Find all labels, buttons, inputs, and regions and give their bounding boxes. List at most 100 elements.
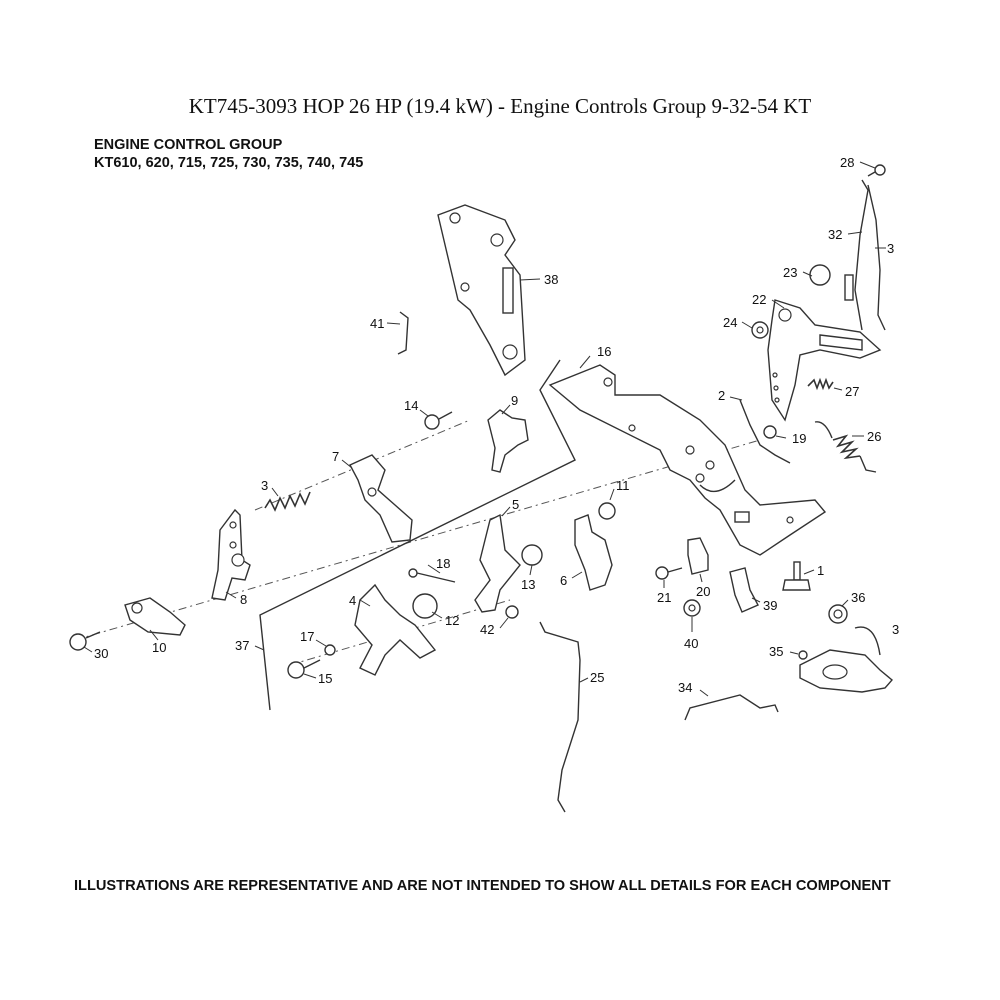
leader-42 — [499, 617, 509, 629]
leader-30 — [83, 646, 93, 653]
leader-41 — [386, 322, 401, 325]
callout-18: 18 — [436, 556, 450, 571]
callout-27: 27 — [845, 384, 859, 399]
nut-part-40 — [683, 599, 701, 617]
callout-4: 4 — [349, 593, 356, 608]
callout-41: 41 — [370, 316, 384, 331]
bolt-part-14 — [424, 411, 453, 430]
nut-part-42 — [505, 605, 519, 619]
cable-part-33 — [867, 184, 886, 331]
spring-sleeve — [844, 274, 854, 301]
rod-part-34 — [684, 694, 779, 721]
nut-part-24 — [751, 321, 769, 339]
leader-9 — [501, 404, 511, 415]
clip-plate-part-39 — [729, 567, 759, 613]
callout-24: 24 — [723, 315, 737, 330]
lever-part-8 — [211, 508, 251, 601]
bolt-part-1 — [782, 561, 811, 591]
callout-43: 3 — [892, 622, 899, 637]
callout-20: 20 — [696, 584, 710, 599]
callout-12: 12 — [445, 613, 459, 628]
leader-13 — [529, 564, 533, 576]
lever-7-pivot-hole — [367, 487, 377, 497]
callout-15: 15 — [318, 671, 332, 686]
leader-6 — [571, 571, 583, 579]
callout-2: 2 — [718, 388, 725, 403]
control-plate-part-16 — [548, 364, 827, 556]
assembly-axis-lower — [74, 439, 761, 641]
callout-14: 14 — [404, 398, 418, 413]
callout-13: 13 — [521, 577, 535, 592]
leader-28 — [859, 161, 876, 169]
callout-19: 19 — [792, 431, 806, 446]
leader-19 — [775, 435, 787, 439]
callout-40: 40 — [684, 636, 698, 651]
callout-25: 25 — [590, 670, 604, 685]
leader-11 — [609, 488, 615, 501]
washer-part-13 — [521, 544, 543, 566]
callout-5: 5 — [512, 497, 519, 512]
leader-12 — [431, 611, 443, 619]
leader-3 — [271, 487, 279, 497]
leader-32 — [847, 231, 863, 235]
leader-15 — [303, 673, 317, 679]
clip-part-41 — [397, 311, 409, 355]
knob-part-23 — [809, 264, 831, 286]
leader-18 — [427, 564, 441, 574]
callout-35: 35 — [769, 644, 783, 659]
bolt-part-30 — [69, 631, 101, 651]
callout-22: 22 — [752, 292, 766, 307]
throttle-bracket-part-22 — [767, 299, 882, 422]
link-rod-part-2 — [739, 399, 791, 464]
spring-part-3 — [264, 491, 311, 512]
leader-27 — [833, 387, 843, 391]
leader-35 — [789, 651, 799, 655]
screw-part-28 — [867, 164, 886, 177]
callout-23: 23 — [783, 265, 797, 280]
callout-8: 8 — [240, 592, 247, 607]
nut-part-36 — [828, 604, 848, 624]
leader-24 — [741, 321, 753, 329]
leader-23 — [802, 271, 813, 277]
callout-3: 3 — [261, 478, 268, 493]
callout-33: 3 — [887, 241, 894, 256]
leader-16 — [579, 355, 591, 369]
leader-17 — [315, 639, 327, 647]
callout-21: 21 — [657, 590, 671, 605]
leader-22 — [771, 299, 785, 309]
callout-42: 42 — [480, 622, 494, 637]
group-heading-models: KT610, 620, 715, 725, 730, 735, 740, 745 — [94, 155, 364, 171]
washer-part-12 — [412, 593, 438, 619]
leader-25 — [579, 677, 589, 683]
callout-6: 6 — [560, 573, 567, 588]
callout-7: 7 — [332, 449, 339, 464]
callout-28: 28 — [840, 155, 854, 170]
callout-39: 39 — [763, 598, 777, 613]
callout-17: 17 — [300, 629, 314, 644]
group-heading: ENGINE CONTROL GROUP KT610, 620, 715, 72… — [94, 136, 363, 172]
leader-39 — [751, 597, 761, 603]
callout-38: 38 — [544, 272, 558, 287]
leader-37 — [254, 645, 265, 651]
leader-34 — [699, 689, 709, 697]
callout-36: 36 — [851, 590, 865, 605]
page-title: KT745-3093 HOP 26 HP (19.4 kW) - Engine … — [188, 94, 812, 118]
upper-bracket-part-38 — [437, 204, 526, 377]
leader-10 — [149, 629, 159, 641]
lever-part-5 — [474, 513, 521, 613]
callout-34: 34 — [678, 680, 692, 695]
spring-part-27 — [807, 377, 834, 391]
leader-5 — [501, 506, 511, 517]
leader-8 — [225, 591, 237, 599]
section-boundary-line — [259, 359, 576, 711]
callout-10: 10 — [152, 640, 166, 655]
washer-part-17 — [324, 644, 336, 656]
leader-14 — [419, 409, 429, 417]
callout-26: 26 — [867, 429, 881, 444]
lever-part-7 — [349, 454, 413, 543]
leader-4 — [359, 599, 371, 607]
washer-part-11 — [598, 502, 616, 520]
cable-part-32 — [854, 179, 869, 331]
disclaimer-footer: ILLUSTRATIONS ARE REPRESENTATIVE AND ARE… — [74, 878, 891, 894]
screw-part-35 — [798, 650, 808, 660]
